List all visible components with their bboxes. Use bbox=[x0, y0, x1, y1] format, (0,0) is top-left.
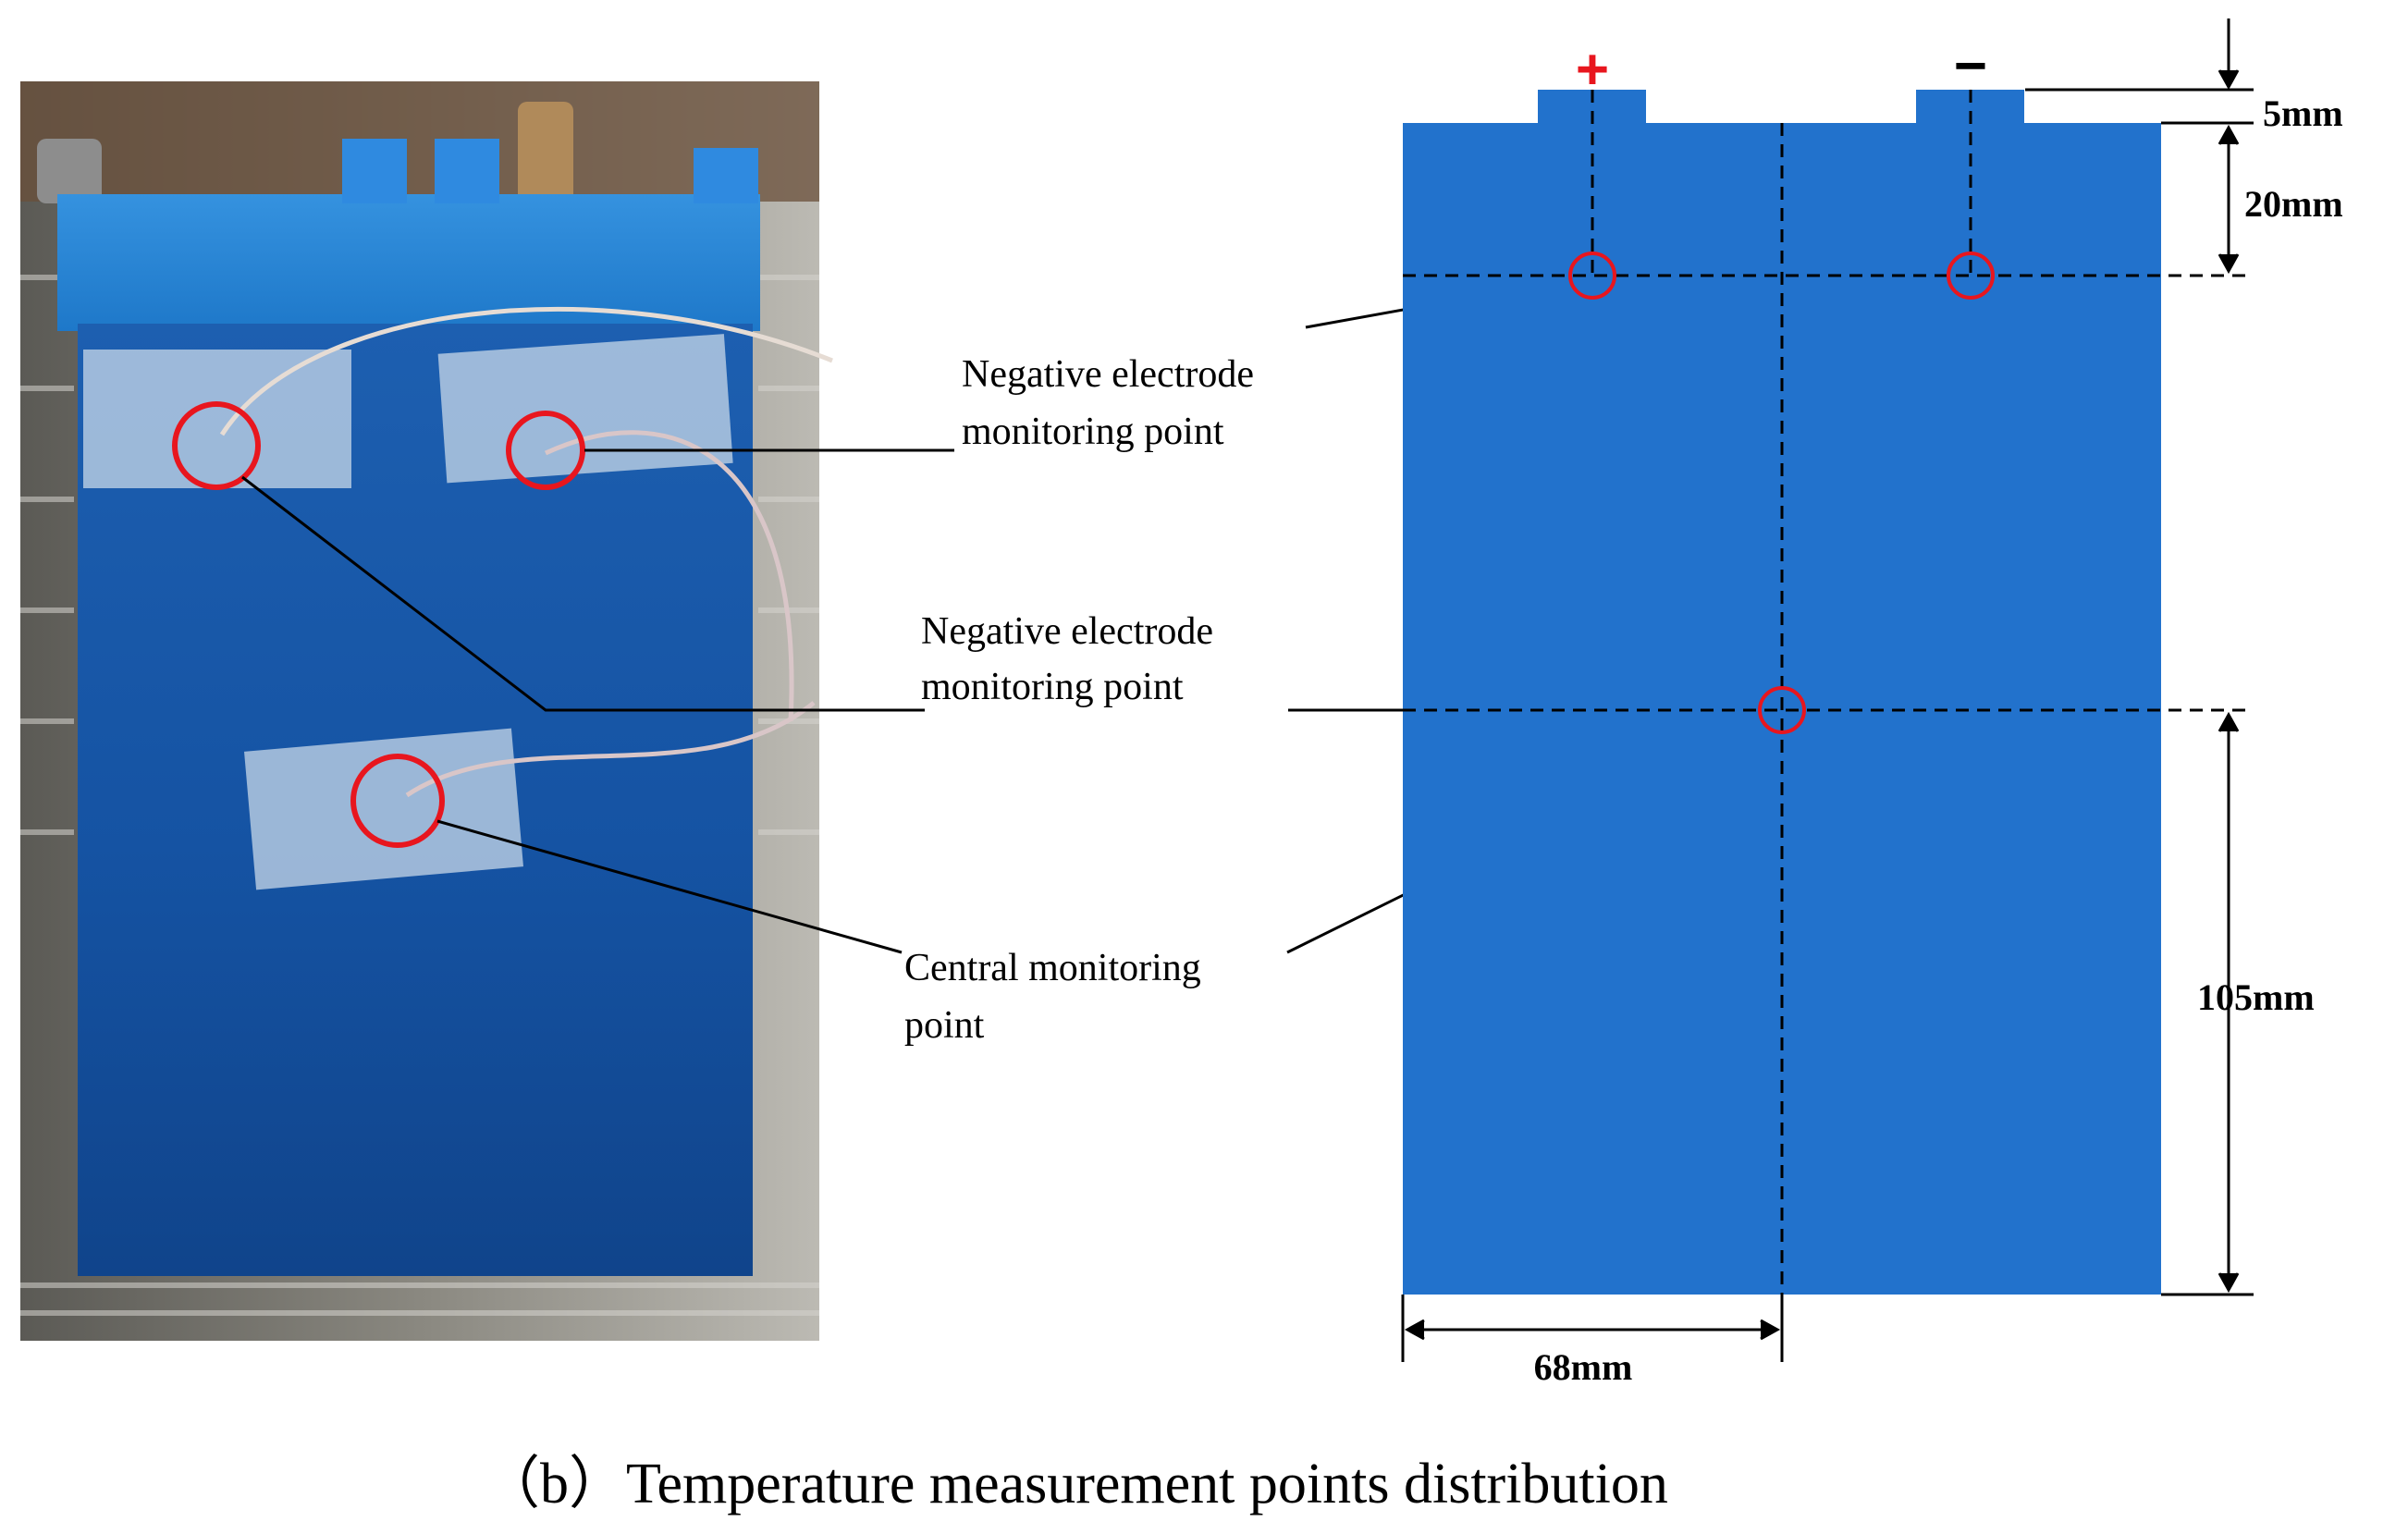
schematic-marker-positive bbox=[1568, 252, 1616, 300]
dimension-edge-to-center bbox=[1401, 1295, 1784, 1362]
dimension-terminal-height bbox=[2025, 18, 2254, 125]
dimension-label-edge-to-center: 68mm bbox=[1534, 1346, 1633, 1388]
dimension-label-center-to-bottom: 105mm bbox=[2197, 976, 2315, 1018]
leader-photo-central bbox=[436, 819, 903, 954]
photo-equipment bbox=[20, 81, 819, 202]
negative-terminal-symbol: − bbox=[1954, 34, 1987, 98]
label-central-line1: Central monitoring bbox=[904, 947, 1201, 989]
dimension-terminal-to-point bbox=[2218, 124, 2240, 275]
photo-cell-top bbox=[57, 194, 760, 331]
photo-clamp-left bbox=[37, 139, 102, 203]
label-negative-electrode-1-line2: monitoring point bbox=[962, 411, 1224, 453]
photo-tape-1 bbox=[83, 350, 351, 488]
label-central-line2: point bbox=[904, 1004, 985, 1047]
schematic-marker-negative bbox=[1947, 252, 1995, 300]
photo-tape-2 bbox=[437, 334, 733, 484]
photo-holder-tab-1 bbox=[342, 139, 407, 203]
photo-holder-tab-3 bbox=[694, 148, 758, 203]
photo-marker-negative-2 bbox=[506, 411, 585, 490]
photo-holder-tab-2 bbox=[435, 139, 499, 203]
photo-wire-1 bbox=[219, 307, 833, 436]
photo-wire-2 bbox=[544, 430, 794, 722]
label-negative-electrode-2-line2: monitoring point bbox=[921, 666, 1184, 708]
callout-labels: Negative electrode monitoring point Nega… bbox=[904, 353, 1254, 1047]
label-negative-electrode-2-line1: Negative electrode bbox=[921, 610, 1213, 653]
cell-schematic: + − 5mm 20mm bbox=[1401, 18, 2343, 1388]
photo-wire-3 bbox=[405, 701, 816, 798]
dimension-center-to-bottom bbox=[2161, 711, 2254, 1296]
photo-marker-negative-1 bbox=[172, 401, 261, 490]
figure-caption: （b）Temperature measurement points distri… bbox=[483, 1453, 1668, 1516]
photo-clamp-right bbox=[518, 102, 573, 203]
photo-marker-central bbox=[350, 754, 445, 848]
dimension-label-terminal-height: 5mm bbox=[2263, 92, 2343, 134]
leader-photo-negative-1 bbox=[241, 475, 925, 712]
dimension-label-terminal-to-point: 20mm bbox=[2244, 183, 2343, 225]
schematic-guides bbox=[1403, 90, 2254, 1295]
positive-terminal-symbol: + bbox=[1576, 38, 1609, 102]
label-negative-electrode-1-line1: Negative electrode bbox=[962, 353, 1254, 396]
schematic-marker-central bbox=[1758, 686, 1806, 734]
photo-tape-3 bbox=[244, 728, 523, 890]
